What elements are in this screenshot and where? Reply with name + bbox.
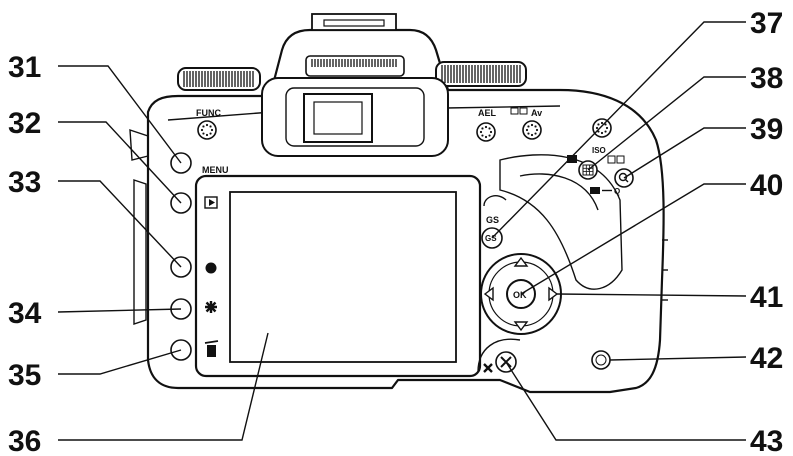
button-dot [488, 134, 491, 137]
button-dot [484, 125, 488, 129]
callout-33: 33 [8, 166, 41, 199]
svg-text:ISO: ISO [592, 146, 606, 155]
delete-icon [204, 340, 219, 357]
button-dot [600, 121, 604, 125]
left-arrow-icon[interactable] [483, 286, 494, 302]
front-e-dial[interactable] [177, 67, 261, 91]
button-dot [525, 128, 529, 132]
button-dot [202, 132, 205, 135]
shutter-cross-icon [483, 363, 493, 373]
flash-icon [205, 301, 217, 313]
down-arrow-icon[interactable] [513, 321, 529, 332]
button-dot [210, 128, 214, 132]
four-way-controller[interactable] [480, 253, 562, 335]
button-dot [604, 130, 607, 133]
ael-button[interactable]: AEL [476, 108, 497, 142]
card-access-lamp [591, 350, 611, 370]
rear-e-dial[interactable] [435, 61, 527, 87]
button-dot [597, 123, 600, 126]
button-dot [484, 135, 488, 139]
button-dot [527, 125, 530, 128]
button-dot [209, 132, 212, 135]
right-arrow-icon[interactable] [548, 286, 559, 302]
callout-40: 40 [750, 169, 783, 202]
callout-37: 37 [750, 7, 783, 40]
button-dot [488, 127, 491, 130]
svg-text:AEL: AEL [478, 108, 497, 118]
button-dot [481, 127, 484, 130]
button-dot [530, 133, 534, 137]
button-dot [527, 132, 530, 135]
callout-numbers: 31 32 33 34 35 36 37 38 39 40 41 42 43 [8, 7, 783, 456]
grid-icon [582, 164, 594, 176]
iso-button[interactable]: ISO [592, 118, 612, 155]
av-button[interactable]: Av [510, 107, 542, 140]
callout-36: 36 [8, 425, 41, 456]
info-icon [205, 262, 217, 274]
playback-icon [204, 196, 218, 209]
callout-35: 35 [8, 359, 41, 392]
button-dot [605, 126, 609, 130]
svg-text:OK: OK [513, 290, 527, 300]
button-dot [489, 130, 493, 134]
callout-42: 42 [750, 342, 783, 375]
button-dot [202, 125, 205, 128]
button-dot [600, 131, 604, 135]
cancel-button[interactable] [477, 338, 521, 373]
svg-text:FUNC: FUNC [196, 108, 221, 118]
button-dot [534, 132, 537, 135]
button-dot [205, 133, 209, 137]
button-dot [481, 134, 484, 137]
hot-shoe [311, 13, 397, 31]
callout-31: 31 [8, 51, 41, 84]
svg-text:Av: Av [531, 108, 542, 118]
button-dot [209, 125, 212, 128]
leader-lines [57, 21, 747, 441]
callout-41: 41 [750, 281, 783, 314]
camera-body [129, 28, 668, 394]
svg-text:GS: GS [485, 234, 497, 243]
svg-text:Q: Q [614, 187, 620, 196]
button-dot [200, 128, 204, 132]
svg-text:GS: GS [486, 215, 499, 225]
callout-38: 38 [750, 62, 783, 95]
button-dot [205, 123, 209, 127]
callout-43: 43 [750, 425, 783, 456]
callout-39: 39 [750, 113, 783, 146]
af-icon [567, 155, 577, 163]
button-dot [535, 128, 539, 132]
menu-label: MENU [202, 165, 229, 175]
button-dot [604, 123, 607, 126]
viewfinder-eyepiece [261, 55, 449, 157]
button-dot [479, 130, 483, 134]
green-button[interactable]: GS GS [481, 195, 507, 249]
thumbnail-zoom-indicator: Q [590, 187, 620, 196]
callout-34: 34 [8, 297, 42, 330]
button-dot [595, 126, 599, 130]
zoom-button[interactable] [607, 155, 634, 188]
up-arrow-icon[interactable] [513, 256, 529, 267]
func-button[interactable]: FUNC [196, 108, 221, 140]
button-dot [530, 123, 534, 127]
lcd-monitor [194, 174, 482, 378]
callout-32: 32 [8, 107, 41, 140]
button-dot [534, 125, 537, 128]
